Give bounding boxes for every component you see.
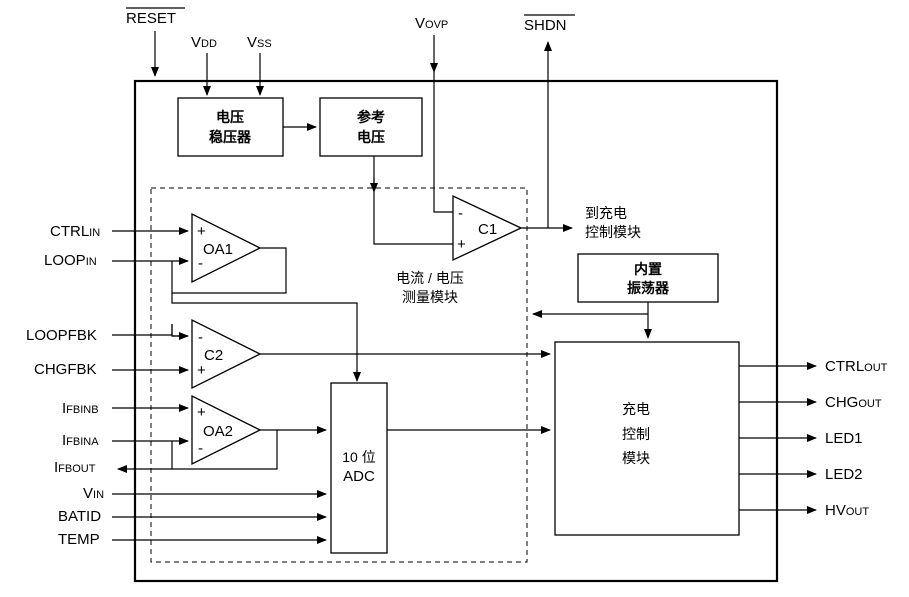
- svg-text:充电: 充电: [622, 401, 650, 417]
- amplifier-oa2: OA2 + -: [191, 394, 262, 466]
- pin-ifbinb: IFBINB: [62, 400, 189, 417]
- measure-module-region: [150, 187, 528, 563]
- svg-text:-: -: [198, 255, 203, 272]
- pin-ctrl-out: CTRLOUT: [739, 358, 888, 375]
- adc-block: 10 位 ADC: [330, 382, 388, 554]
- svg-text:IFBOUT: IFBOUT: [54, 459, 96, 476]
- pin-loopfbk: LOOPFBK: [26, 324, 188, 344]
- svg-text:C2: C2: [204, 347, 223, 364]
- svg-text:IFBINA: IFBINA: [62, 432, 99, 449]
- svg-text:VSS: VSS: [247, 34, 272, 51]
- pin-chgfbk: CHGFBK: [34, 361, 189, 378]
- svg-text:参考: 参考: [357, 109, 385, 125]
- charge-control-block: 充电 控制 模块: [554, 341, 740, 536]
- svg-text:到充电: 到充电: [585, 205, 627, 221]
- pin-vss: VSS: [247, 34, 272, 96]
- amplifier-oa1: OA1 + -: [191, 212, 262, 284]
- chip-outline: [133, 79, 779, 583]
- pin-led2: LED2: [739, 466, 863, 483]
- svg-text:VDD: VDD: [191, 34, 217, 51]
- svg-text:-: -: [458, 205, 463, 222]
- pin-vin: VIN: [83, 485, 327, 502]
- svg-text:CTRLOUT: CTRLOUT: [825, 358, 888, 375]
- pin-chg-out: CHGOUT: [739, 394, 882, 411]
- pin-batid: BATID: [58, 508, 327, 525]
- svg-text:SHDN: SHDN: [524, 17, 567, 34]
- pin-ifbina: IFBINA: [62, 432, 189, 449]
- svg-text:HVOUT: HVOUT: [825, 502, 869, 519]
- pin-vovp: VOVP: [415, 15, 453, 213]
- svg-text:10 位: 10 位: [342, 449, 375, 465]
- svg-text:VIN: VIN: [83, 485, 104, 502]
- svg-text:电流 / 电压: 电流 / 电压: [396, 270, 464, 286]
- svg-text:LED1: LED1: [825, 430, 863, 447]
- svg-text:VOVP: VOVP: [415, 15, 448, 32]
- comparator-c1: C1 - +: [452, 194, 523, 262]
- svg-text:+: +: [197, 223, 206, 240]
- pin-ifbout: IFBOUT: [54, 459, 172, 476]
- svg-text:模块: 模块: [622, 450, 650, 466]
- svg-text:TEMP: TEMP: [58, 531, 100, 548]
- svg-text:电压: 电压: [216, 109, 244, 125]
- svg-text:-: -: [198, 440, 203, 457]
- pin-temp: TEMP: [58, 531, 327, 548]
- internal-oscillator-block: 内置 振荡器: [577, 253, 719, 303]
- svg-text:-: -: [198, 329, 203, 346]
- svg-text:CHGOUT: CHGOUT: [825, 394, 882, 411]
- svg-text:测量模块: 测量模块: [402, 289, 458, 305]
- pin-loop-in: LOOPIN: [44, 252, 189, 269]
- svg-text:C1: C1: [478, 221, 497, 238]
- svg-text:控制模块: 控制模块: [585, 224, 641, 240]
- voltage-regulator-block: 电压 稳压器: [177, 97, 284, 157]
- svg-text:电压: 电压: [357, 129, 385, 145]
- svg-text:CHGFBK: CHGFBK: [34, 361, 97, 378]
- svg-text:OA2: OA2: [203, 423, 233, 440]
- pin-shdn: SHDN: [524, 14, 575, 228]
- svg-text:RESET: RESET: [126, 10, 176, 27]
- comparator-c2: C2 - +: [191, 318, 262, 390]
- svg-text:+: +: [197, 362, 206, 379]
- svg-text:+: +: [197, 404, 206, 421]
- pin-hv-out: HVOUT: [739, 502, 869, 519]
- svg-text:+: +: [457, 236, 466, 253]
- svg-text:振荡器: 振荡器: [627, 280, 670, 296]
- pin-vdd: VDD: [191, 34, 217, 96]
- svg-text:稳压器: 稳压器: [209, 129, 252, 145]
- svg-text:CTRLIN: CTRLIN: [50, 223, 100, 240]
- reference-voltage-block: 参考 电压: [319, 97, 423, 157]
- svg-text:LOOPIN: LOOPIN: [44, 252, 97, 269]
- to-charge-control-label: 到充电 控制模块: [585, 205, 641, 240]
- svg-text:IFBINB: IFBINB: [62, 400, 99, 417]
- svg-text:LED2: LED2: [825, 466, 863, 483]
- svg-text:LOOPFBK: LOOPFBK: [26, 327, 97, 344]
- pin-ctrl-in: CTRLIN: [50, 223, 189, 240]
- pin-reset: RESET: [126, 7, 185, 77]
- svg-text:OA1: OA1: [203, 241, 233, 258]
- pin-led1: LED1: [739, 430, 863, 447]
- svg-text:控制: 控制: [622, 426, 650, 442]
- svg-text:BATID: BATID: [58, 508, 101, 525]
- measure-module-label: 电流 / 电压 测量模块: [396, 270, 464, 305]
- svg-text:内置: 内置: [634, 261, 662, 277]
- svg-text:ADC: ADC: [343, 468, 375, 485]
